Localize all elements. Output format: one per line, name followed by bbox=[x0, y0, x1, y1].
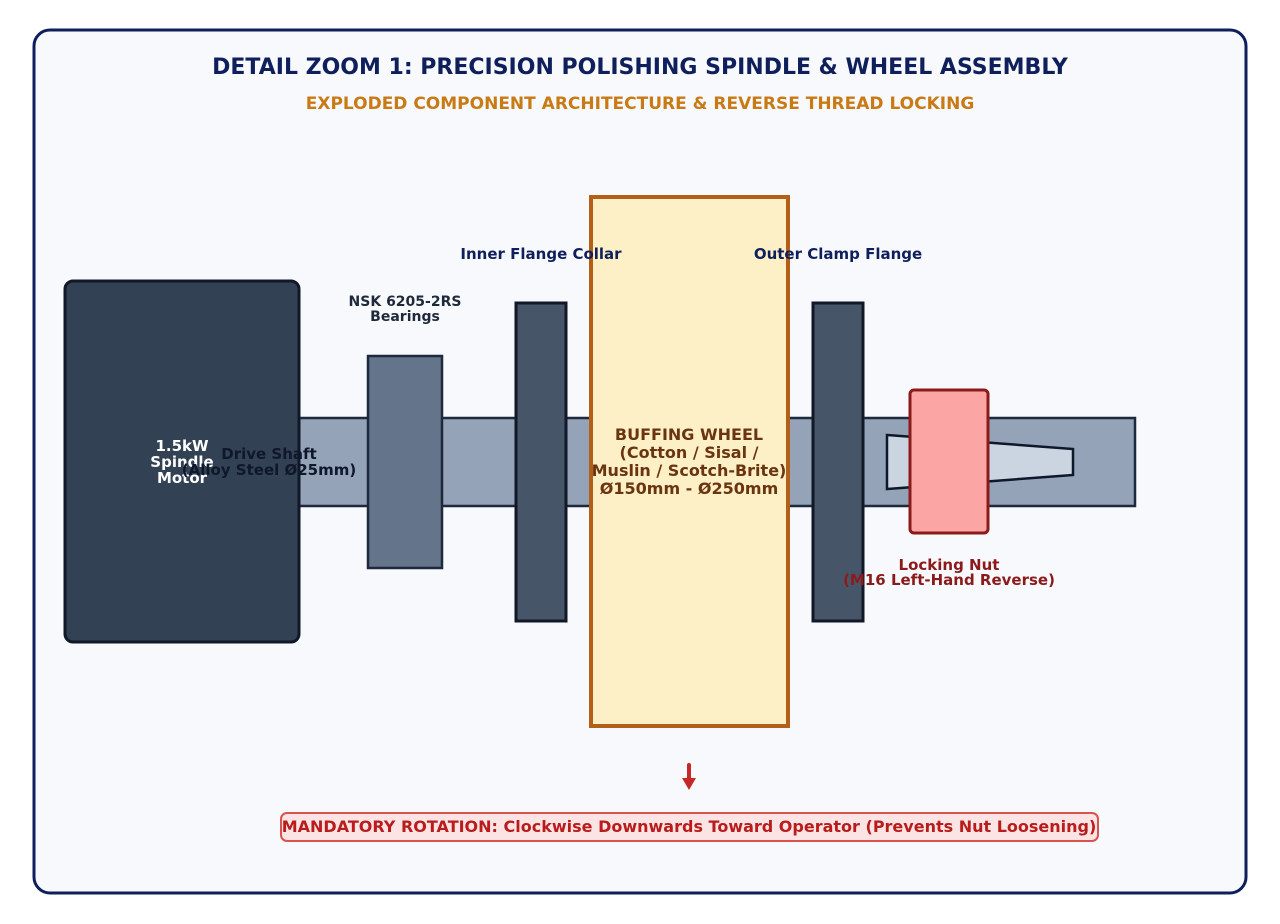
inner-flange-collar bbox=[514, 301, 568, 623]
rotation-warning-box bbox=[280, 812, 1099, 842]
wheel-label-line4: Ø150mm - Ø250mm bbox=[600, 479, 778, 498]
spindle-motor bbox=[63, 279, 301, 644]
nut-label-line2: (M16 Left-Hand Reverse) bbox=[843, 571, 1055, 589]
bearings-label-line2: Bearings bbox=[370, 309, 440, 325]
outer-clamp-flange bbox=[811, 301, 865, 623]
inner-flange-label: Inner Flange Collar bbox=[460, 245, 622, 263]
diagram-title: DETAIL ZOOM 1: PRECISION POLISHING SPIND… bbox=[212, 55, 1069, 80]
shaft-label-line1: Drive Shaft bbox=[221, 445, 316, 463]
motor-label-line1: 1.5kW bbox=[155, 437, 209, 455]
bearing-block bbox=[366, 354, 444, 570]
bearings-label-line1: NSK 6205-2RS bbox=[349, 294, 462, 310]
locking-nut bbox=[908, 388, 990, 535]
wheel-label-line3: Muslin / Scotch-Brite) bbox=[592, 461, 787, 480]
rotation-arrow-icon bbox=[682, 763, 696, 790]
buffing-wheel bbox=[589, 195, 790, 728]
wheel-label-line1: BUFFING WHEEL bbox=[615, 425, 763, 444]
outer-flange-label: Outer Clamp Flange bbox=[754, 245, 922, 263]
nut-label-line1: Locking Nut bbox=[899, 556, 1000, 574]
shaft-label-line2: (Alloy Steel Ø25mm) bbox=[182, 461, 356, 479]
wheel-label-line2: (Cotton / Sisal / bbox=[620, 443, 759, 462]
motor-label-line3: Motor bbox=[157, 469, 208, 487]
rotation-warning-text: MANDATORY ROTATION: Clockwise Downwards … bbox=[282, 817, 1097, 836]
diagram-subtitle: EXPLODED COMPONENT ARCHITECTURE & REVERS… bbox=[306, 94, 975, 114]
motor-label-line2: Spindle bbox=[150, 453, 213, 471]
